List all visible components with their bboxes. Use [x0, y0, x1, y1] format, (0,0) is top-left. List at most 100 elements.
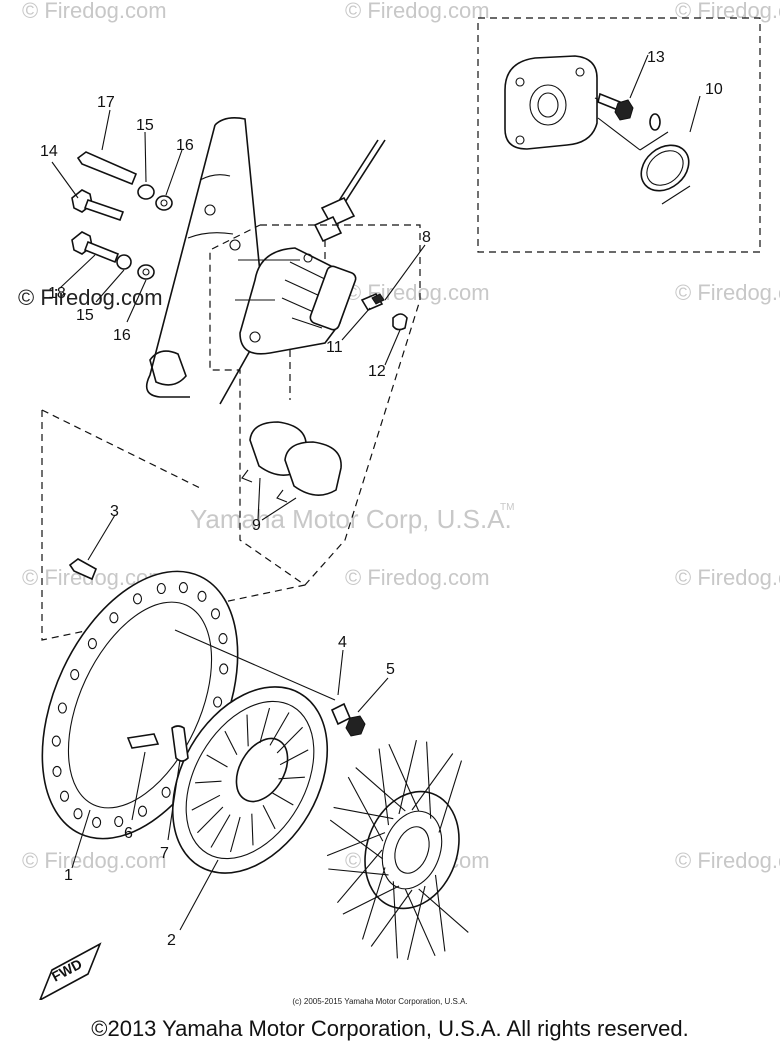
disc-hole — [218, 633, 228, 645]
wheel-spoke — [426, 741, 432, 819]
callout-16-lower: 16 — [113, 327, 131, 344]
wheel-spoke — [361, 867, 386, 940]
watermark-center: Yamaha Motor Corp, U.S.A. — [190, 504, 512, 534]
wheel-spoke — [378, 748, 390, 826]
trademark-mark: TM — [500, 502, 514, 513]
wheel-spoke — [342, 885, 400, 915]
disc-hole — [114, 815, 124, 828]
callout-16-upper: 16 — [176, 137, 194, 154]
caliper-assembly — [41, 224, 421, 641]
wheel-spoke — [329, 819, 384, 860]
hub-vane — [272, 792, 294, 806]
watermark: © Firedog.com — [675, 848, 780, 873]
wheel-spoke — [438, 760, 463, 833]
exploded-view-drawing: © Firedog.com © Firedog.com © Firedog.co… — [18, 0, 780, 1002]
wheel-spoke — [328, 868, 389, 876]
callout-3: 3 — [110, 503, 119, 520]
disc-hole — [92, 816, 102, 828]
hub-vane — [224, 730, 238, 755]
wheel-spoke — [370, 889, 413, 947]
callout-14: 14 — [40, 143, 58, 160]
disc-hole — [178, 582, 188, 594]
callout-8: 8 — [422, 229, 431, 246]
callout-12: 12 — [368, 363, 386, 380]
callout-11: 11 — [326, 339, 343, 356]
wheel-spoke — [347, 776, 384, 842]
wheel-spoke — [404, 888, 436, 957]
hub-vane — [246, 714, 249, 747]
disc-hub — [126, 686, 366, 874]
callout-4: 4 — [338, 634, 347, 651]
wheel-spoke — [392, 881, 398, 959]
disc-hole — [219, 663, 229, 675]
disc-hole — [213, 696, 223, 708]
wheel-spoke — [333, 806, 394, 820]
disc-hole — [52, 765, 62, 777]
wheel-spoke — [407, 885, 426, 961]
footer-copyright: ©2013 Yamaha Motor Corporation, U.S.A. A… — [91, 1016, 689, 1041]
disc-hole — [161, 786, 171, 798]
watermark: © Firedog.com — [345, 0, 490, 23]
disc-hole — [87, 638, 97, 650]
watermark: © Firedog.com — [675, 280, 780, 305]
watermark: © Firedog.com — [22, 0, 167, 23]
footer-small-copyright: (c) 2005-2015 Yamaha Motor Corporation, … — [292, 997, 468, 1006]
hub-vane — [197, 806, 224, 834]
hub-vane — [269, 712, 290, 746]
mounting-bolts — [68, 151, 173, 581]
forward-arrow: FWD — [38, 942, 102, 1002]
watermark: © Firedog.com — [675, 0, 780, 23]
wheel-spoke — [326, 832, 386, 857]
callout-5: 5 — [386, 661, 395, 678]
callout-1: 1 — [64, 867, 73, 884]
disc-hole — [73, 808, 83, 820]
brake-hose — [313, 139, 386, 265]
callout-10: 10 — [705, 81, 723, 98]
callout-13: 13 — [647, 49, 665, 66]
callout-labels: 1 2 3 4 5 6 7 8 9 10 11 12 13 14 15 15 1… — [40, 49, 723, 949]
watermark: © Firedog.com — [675, 565, 780, 590]
hub-vane — [262, 805, 276, 830]
disc-hole — [132, 593, 143, 605]
disc-hole — [57, 702, 67, 714]
wheel-spoke — [418, 888, 469, 933]
disc-hole — [70, 669, 80, 681]
callout-17: 17 — [97, 94, 115, 111]
hub-vane — [206, 754, 228, 768]
callout-2: 2 — [167, 932, 176, 949]
hub-vane — [191, 794, 221, 811]
disc-hole — [109, 612, 119, 624]
wheel-spoke — [398, 739, 417, 815]
callout-15-lower: 15 — [76, 307, 94, 324]
hub-vane — [259, 707, 271, 744]
wheel-spoke — [336, 849, 383, 904]
disc-hole — [156, 582, 166, 595]
disc-hole — [137, 805, 148, 817]
wheel-spoke — [355, 767, 406, 812]
callout-18: 18 — [48, 285, 66, 302]
hub-vane — [195, 780, 222, 784]
wheel-spoke — [434, 874, 446, 952]
brake-pads — [241, 421, 342, 503]
hub-vane — [210, 814, 231, 848]
wheel-spoke — [388, 743, 420, 812]
wheel-hub — [326, 739, 469, 961]
hub-vane — [279, 749, 309, 766]
front-fork-leg — [145, 117, 266, 405]
watermark: © Firedog.com — [22, 848, 167, 873]
wheel-spoke — [411, 753, 454, 811]
hub-vane — [229, 816, 241, 853]
callout-6: 6 — [124, 825, 133, 842]
disc-hole — [197, 590, 207, 602]
callout-15-upper: 15 — [136, 117, 154, 134]
hub-vane — [251, 813, 254, 846]
hub-vane — [278, 776, 305, 780]
leader-lines — [51, 109, 426, 931]
disc-hole — [210, 608, 221, 620]
callout-7: 7 — [160, 845, 169, 862]
callout-9: 9 — [252, 517, 261, 534]
disc-hole — [59, 790, 70, 802]
disc-hole — [51, 735, 61, 747]
watermark: © Firedog.com — [345, 565, 490, 590]
